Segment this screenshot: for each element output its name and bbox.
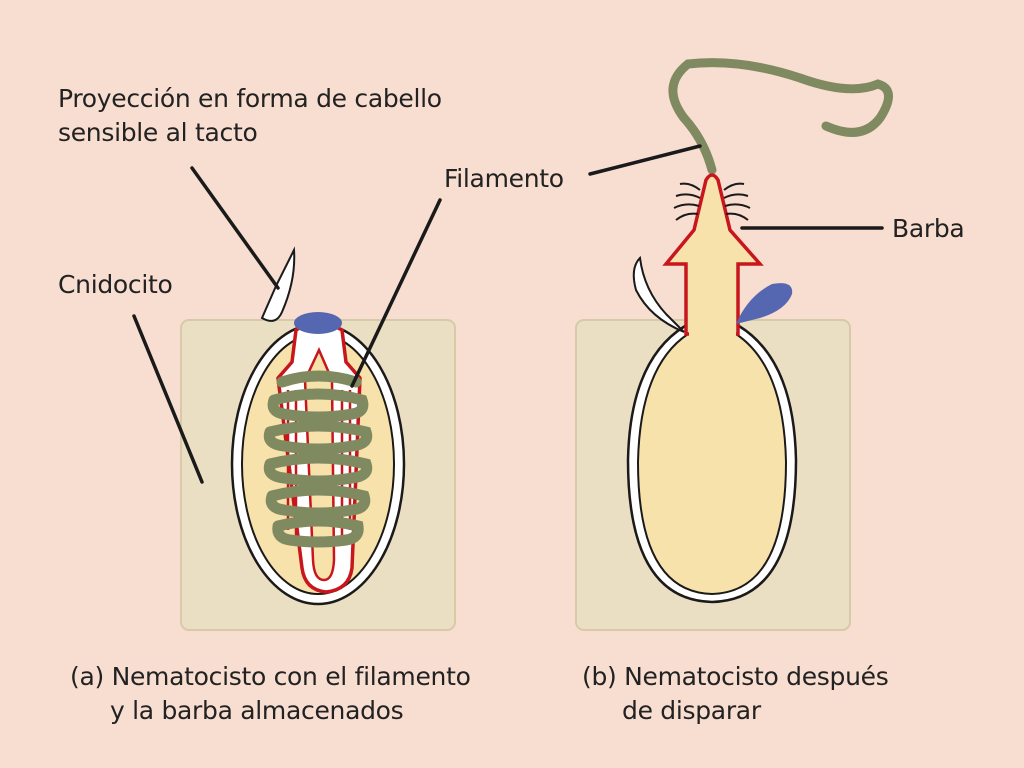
label-trigger-hair-line-2: sensible al tacto	[58, 118, 258, 147]
trigger-hair-b	[632, 255, 685, 333]
caption-b-line-2: de disparar	[622, 696, 761, 725]
label-filament: Filamento	[444, 164, 564, 193]
label-trigger-hair-line-1: Proyección en forma de cabello	[58, 84, 442, 113]
operculum-a	[294, 312, 342, 334]
capsule-inner-b	[636, 333, 788, 596]
leader-hair	[190, 166, 280, 290]
leader-cnidocyte	[132, 314, 204, 484]
coiled-filament-a	[263, 370, 373, 548]
leader-filament-b	[588, 144, 702, 176]
label-trigger-hair: Proyección en forma de cabello sensible …	[58, 82, 442, 150]
discharged-filament-b	[668, 58, 893, 175]
caption-a: (a) Nematocisto con el filamento y la ba…	[70, 660, 471, 728]
label-barb: Barba	[892, 214, 965, 243]
label-cnidocyte: Cnidocito	[58, 270, 173, 299]
caption-b: (b) Nematocisto después de disparar	[582, 660, 889, 728]
operculum-b	[736, 283, 793, 324]
leader-filament-a	[350, 198, 442, 388]
panel-a	[180, 246, 456, 631]
leader-lines	[132, 144, 884, 484]
barb-spines-b	[673, 182, 751, 221]
panel-b	[575, 58, 893, 631]
caption-a-line-2: y la barba almacenados	[110, 696, 404, 725]
caption-a-line-1: (a) Nematocisto con el filamento	[70, 662, 471, 691]
caption-b-line-1: (b) Nematocisto después	[582, 662, 889, 691]
